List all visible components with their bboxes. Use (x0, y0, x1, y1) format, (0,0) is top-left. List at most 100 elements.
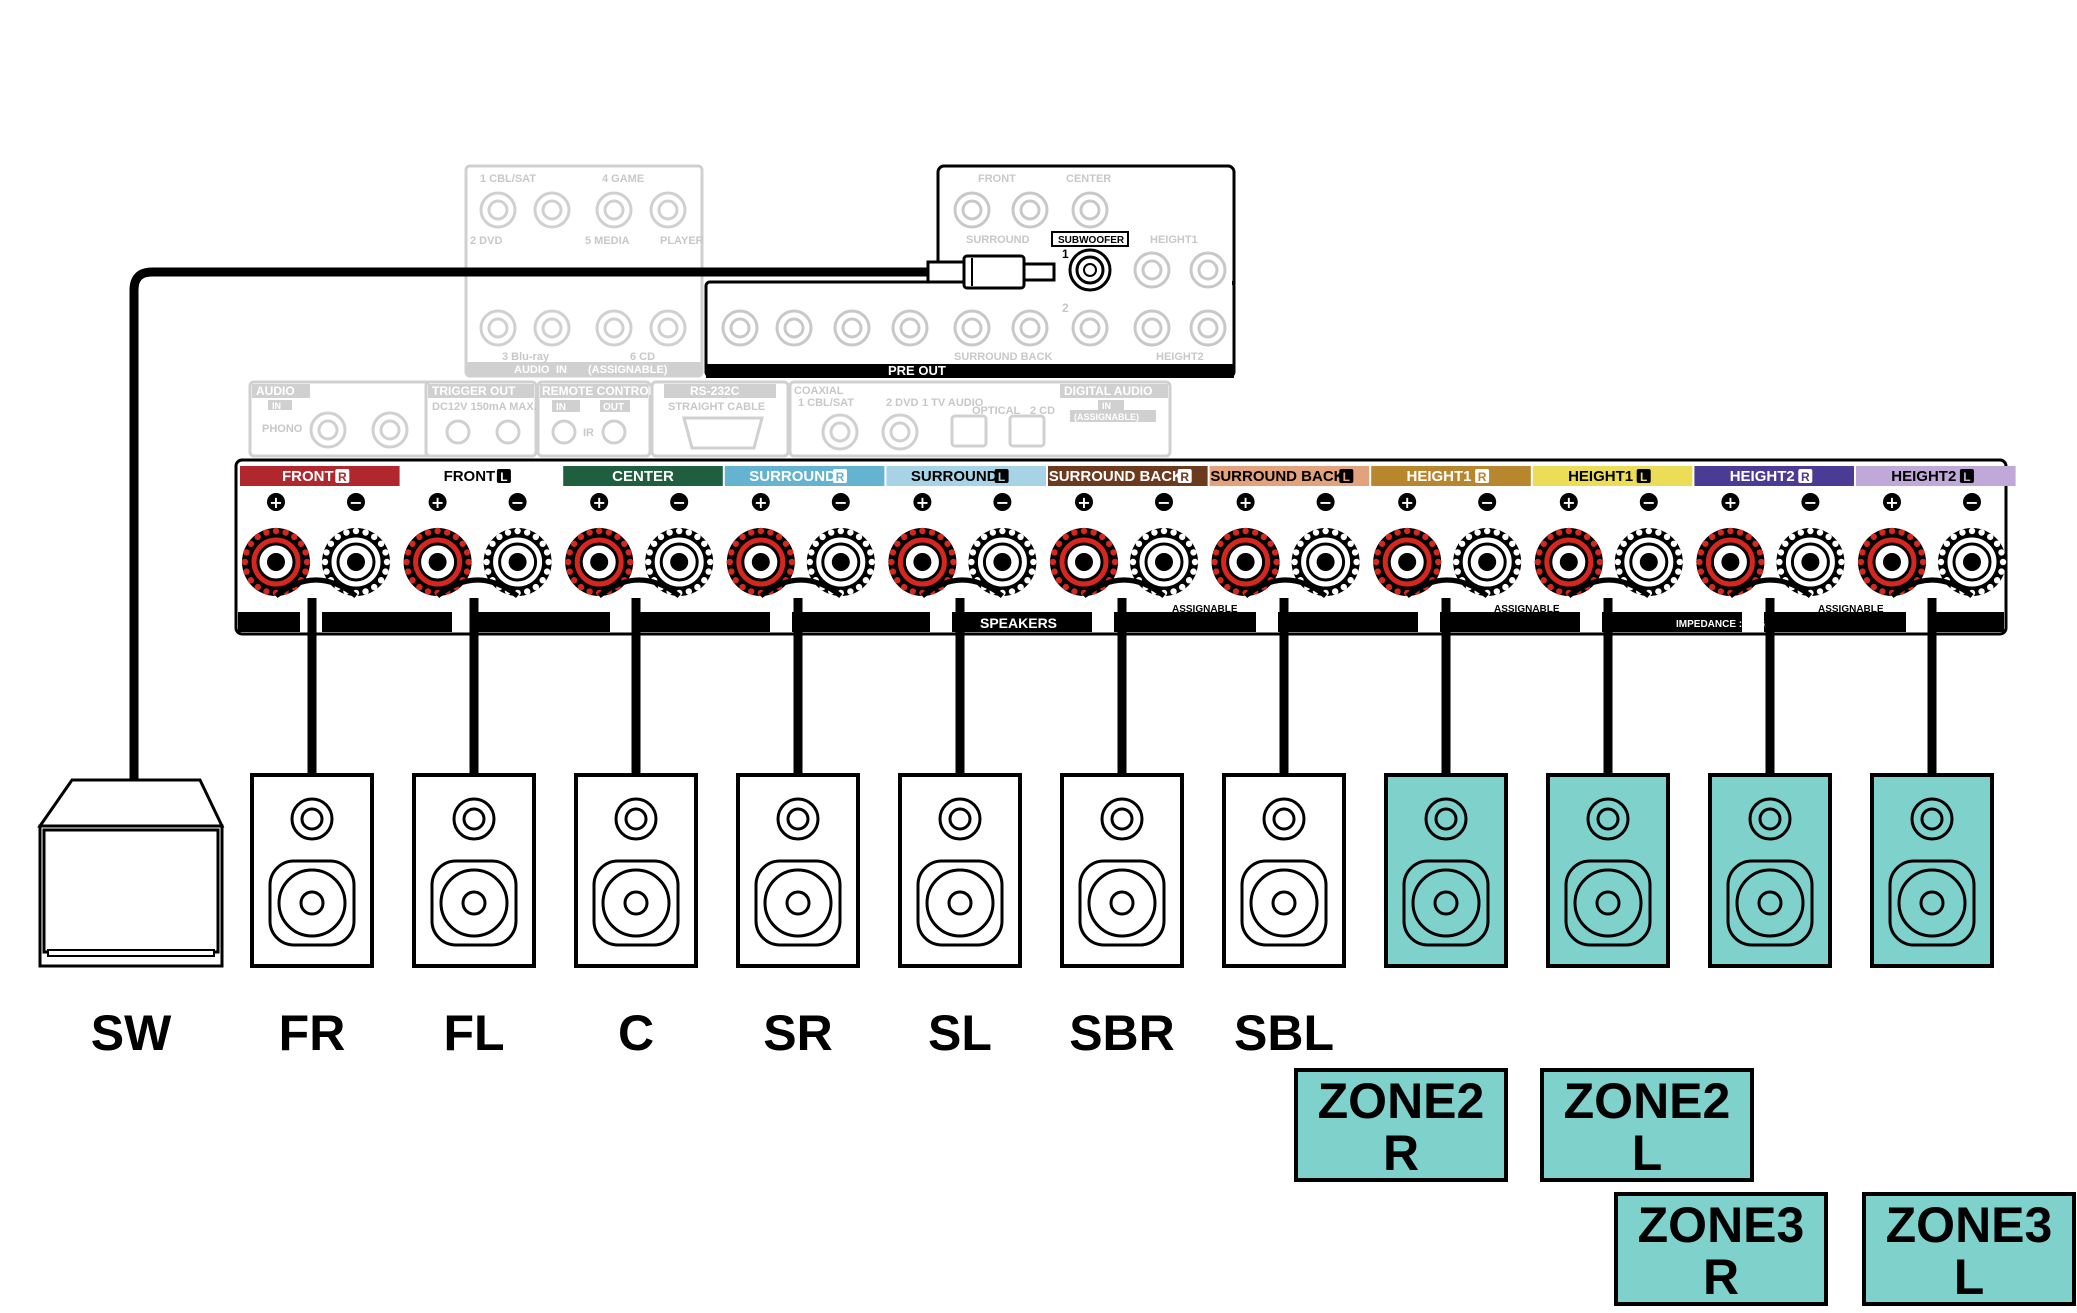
terminal-link-3 (759, 577, 843, 598)
straight-cable-label: STRAIGHT CABLE (668, 401, 765, 413)
terminal-plus-7[interactable]: + (1373, 493, 1442, 597)
channel-side-letter-1: L (500, 470, 507, 484)
channel-header-bg-6 (1209, 466, 1370, 486)
channel-side-badge-10 (1959, 469, 1974, 483)
zone-side-3: L (1954, 1249, 1985, 1305)
terminal-minus-4[interactable]: − (968, 493, 1037, 597)
terminal-link-9 (1728, 577, 1812, 598)
channel-header-label-6: SURROUND BACK (1210, 468, 1344, 485)
terminal-minus-1[interactable]: − (483, 493, 552, 597)
plus-sign-1: + (431, 493, 444, 512)
terminal-minus-6[interactable]: − (1291, 493, 1360, 597)
speaker-label-sbl: SBL (1234, 1005, 1334, 1061)
channel-header-label-4: SURROUND (911, 468, 998, 485)
bar-gap-7 (1418, 612, 1440, 632)
zone-name-3: ZONE3 (1886, 1197, 2053, 1253)
minus-sign-3: − (834, 493, 847, 512)
plus-sign-3: + (754, 493, 767, 512)
speaker-4 (898, 773, 1022, 968)
minus-sign-0: − (349, 493, 362, 512)
channel-side-letter-8: L (1640, 470, 1647, 484)
preout-surround-label: SURROUND (966, 234, 1030, 246)
channel-side-badge-4 (994, 469, 1009, 483)
coaxial-label: COAXIAL (794, 385, 844, 397)
digital-assignable-label: (ASSIGNABLE) (1074, 412, 1139, 422)
channel-header-bg-10 (1856, 466, 2016, 486)
terminal-link-7 (1405, 577, 1489, 598)
terminal-plus-9[interactable]: + (1696, 493, 1765, 597)
zone-name-1: ZONE2 (1564, 1073, 1731, 1129)
subwoofer-jack-number-2: 2 (1062, 301, 1069, 315)
channel-header-label-10: HEIGHT2 (1891, 468, 1956, 485)
plus-sign-8: + (1562, 493, 1575, 512)
remote-control-label: REMOTE CONTROL (542, 384, 656, 398)
terminal-plus-0[interactable]: + (241, 493, 311, 597)
terminal-minus-10[interactable]: − (1937, 493, 2007, 597)
terminal-link-6 (1244, 577, 1328, 598)
speaker-3 (736, 773, 860, 968)
speaker-0 (250, 773, 374, 968)
terminal-minus-8[interactable]: − (1614, 493, 1684, 597)
terminal-plus-8[interactable]: + (1534, 493, 1604, 597)
channel-side-letter-5: R (1180, 470, 1189, 484)
preout-height1-label: HEIGHT1 (1150, 234, 1198, 246)
preout-height2-label: HEIGHT2 (1156, 351, 1204, 363)
audio-in-4-label: 4 GAME (602, 173, 644, 185)
audio-in-6-label: 6 CD (630, 351, 655, 363)
speaker-label-fr: FR (279, 1005, 346, 1061)
terminal-plus-2[interactable]: + (565, 493, 634, 597)
channel-header-bg-8 (1532, 466, 1693, 486)
bar-gap-2 (610, 612, 632, 632)
terminal-minus-3[interactable]: − (806, 493, 875, 597)
terminal-plus-6[interactable]: + (1211, 493, 1280, 597)
channel-side-letter-10: L (1963, 470, 1970, 484)
terminal-minus-5[interactable]: − (1129, 493, 1199, 597)
channel-side-letter-4: L (998, 470, 1005, 484)
preout-label: PRE OUT (888, 363, 946, 378)
audio-in-3-label: 3 Blu-ray (502, 351, 550, 363)
bar-gap-4 (930, 612, 952, 632)
channel-header-label-2: CENTER (612, 468, 674, 485)
bar-gap-6 (1256, 612, 1278, 632)
channel-header-bg-0 (240, 466, 400, 486)
coaxial-2-label: 2 DVD (886, 397, 918, 409)
ir-label: IR (583, 427, 594, 439)
terminal-plus-3[interactable]: + (726, 493, 795, 597)
channel-side-letter-3: R (836, 470, 845, 484)
zone-side-2: R (1703, 1249, 1739, 1305)
digital-in-label: IN (1102, 401, 1111, 411)
channel-side-badge-0 (335, 469, 350, 483)
terminal-link-8 (1567, 577, 1651, 598)
phono-audio-label: AUDIO (256, 384, 295, 398)
speaker-9 (1708, 773, 1832, 968)
minus-sign-2: − (672, 493, 685, 512)
channel-side-badge-3 (833, 469, 847, 483)
speaker-7 (1384, 773, 1508, 968)
minus-sign-8: − (1642, 493, 1655, 512)
audio-in-bottom-assignable: (ASSIGNABLE) (588, 364, 668, 376)
terminal-link-2 (597, 577, 681, 598)
lower-gray-strip: AUDIO IN PHONO TRIGGER OUT DC12V 150mA M… (248, 380, 1172, 458)
terminal-plus-1[interactable]: + (403, 493, 472, 597)
subwoofer-jack[interactable] (1068, 248, 1112, 292)
plus-sign-5: + (1077, 493, 1090, 512)
terminal-minus-7[interactable]: − (1453, 493, 1522, 597)
channel-side-badge-8 (1636, 469, 1651, 483)
remote-out-label: OUT (603, 402, 624, 413)
minus-sign-10: − (1965, 493, 1978, 512)
terminal-plus-5[interactable]: + (1049, 493, 1119, 597)
assignable-label-3: ASSIGNABLE (1818, 604, 1884, 615)
optical-cd-label: 2 CD (1030, 405, 1055, 417)
terminal-minus-0[interactable]: − (321, 493, 391, 597)
minus-sign-6: − (1319, 493, 1332, 512)
